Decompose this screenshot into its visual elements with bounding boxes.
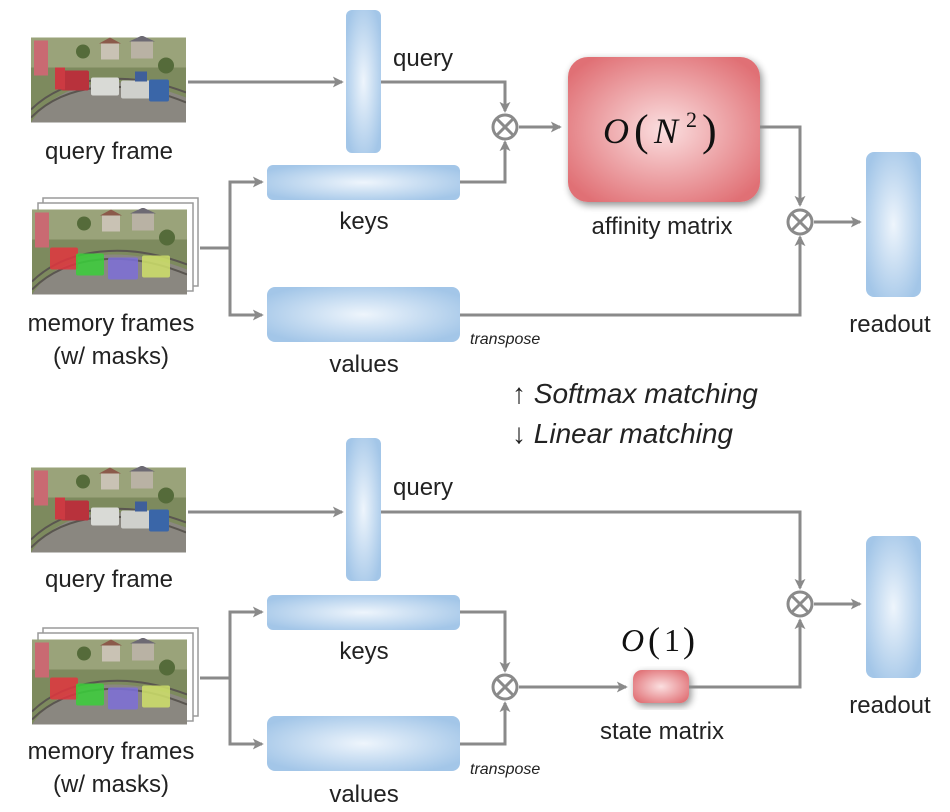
arrow-state-to-mult xyxy=(689,618,806,689)
softmax-diagram: query frame memory frames (w/ masks) que… xyxy=(28,10,931,378)
memory-frames-stack xyxy=(32,197,199,295)
query-box xyxy=(346,438,381,581)
arrow-memory-to-keys xyxy=(200,176,264,250)
query-frame-label: query frame xyxy=(45,566,173,593)
query-box xyxy=(346,10,381,153)
complexity-o1: O ( 1 ) xyxy=(621,620,695,660)
complexity-open-paren: ( xyxy=(634,106,649,155)
state-matrix-box xyxy=(633,670,689,703)
affinity-matrix-box xyxy=(568,57,760,202)
multiply-circle-icon xyxy=(786,590,814,618)
query-label: query xyxy=(393,474,453,501)
readout-box xyxy=(866,536,921,678)
readout-label: readout xyxy=(849,311,931,338)
arrow-memory-to-keys xyxy=(200,606,264,680)
arrow-memory-to-values xyxy=(228,678,264,750)
linear-diagram: query frame memory frames (w/ masks) que… xyxy=(28,438,931,808)
complexity-close-paren: ) xyxy=(702,106,717,155)
affinity-matrix-label: affinity matrix xyxy=(592,213,733,240)
bottom-arrows xyxy=(188,506,862,750)
top-arrows xyxy=(188,76,862,321)
complexity-o: O xyxy=(621,622,644,658)
keys-label: keys xyxy=(339,208,388,235)
arrow-query-to-mult xyxy=(381,510,806,590)
arrow-values-to-mult xyxy=(460,701,511,746)
arrow-memory-to-values xyxy=(228,248,264,321)
query-frame-image xyxy=(31,36,186,123)
values-box xyxy=(267,287,460,342)
query-frame-label: query frame xyxy=(45,138,173,165)
memory-frames-label: memory frames xyxy=(28,310,195,337)
query-label: query xyxy=(393,45,453,72)
memory-frames-sub: (w/ masks) xyxy=(53,771,169,798)
complexity-open-paren: ( xyxy=(648,620,660,660)
transpose-label: transpose xyxy=(470,331,540,348)
memory-frames-sub: (w/ masks) xyxy=(53,343,169,370)
complexity-one: 1 xyxy=(664,622,680,658)
keys-box xyxy=(267,595,460,630)
multiply-circle-icon xyxy=(786,208,814,236)
arrow-affinity-to-mult xyxy=(760,125,806,207)
memory-frames-stack xyxy=(32,627,199,725)
linear-matching-label: ↓ Linear matching xyxy=(512,418,733,449)
values-box xyxy=(267,716,460,771)
readout-label: readout xyxy=(849,692,931,719)
memory-frames-label: memory frames xyxy=(28,738,195,765)
complexity-exponent: 2 xyxy=(686,107,697,132)
query-frame-image xyxy=(31,466,186,553)
softmax-matching-label: ↑ Softmax matching xyxy=(512,378,758,409)
transpose-label: transpose xyxy=(470,761,540,778)
arrow-values-to-mult xyxy=(460,235,806,317)
multiply-circle-icon xyxy=(491,113,519,141)
complexity-close-paren: ) xyxy=(683,620,695,660)
readout-box xyxy=(866,152,921,297)
arrow-keys-to-mult xyxy=(460,610,511,673)
keys-box xyxy=(267,165,460,200)
keys-label: keys xyxy=(339,638,388,665)
complexity-o: O xyxy=(603,111,629,151)
complexity-n2: O ( N 2 ) xyxy=(603,106,717,155)
state-matrix-label: state matrix xyxy=(600,718,724,745)
complexity-n: N xyxy=(653,111,680,151)
arrow-keys-to-mult xyxy=(460,140,511,184)
arrow-query-to-mult xyxy=(381,80,511,113)
values-label: values xyxy=(329,351,398,378)
multiply-circle-icon xyxy=(491,673,519,701)
values-label: values xyxy=(329,781,398,808)
